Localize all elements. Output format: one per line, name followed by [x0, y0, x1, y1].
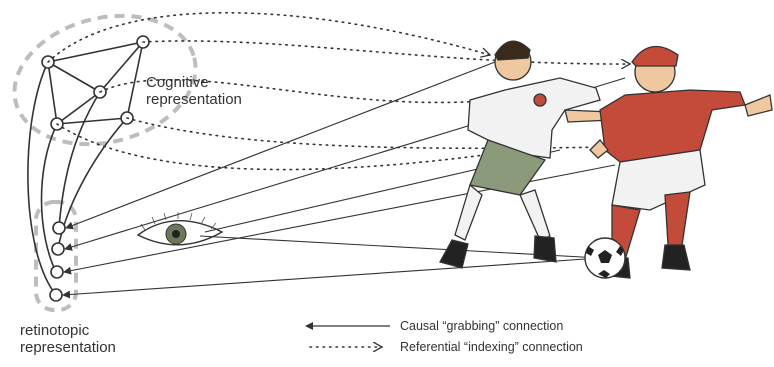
eye-icon: [138, 212, 222, 245]
retinotopic-label-line1: retinotopic: [20, 322, 116, 339]
retinotopic-node: [52, 243, 64, 255]
legend-causal-text: Causal “grabbing” connection: [400, 319, 563, 333]
player-white-kit: [440, 41, 612, 268]
retinotopic-node: [53, 222, 65, 234]
cognitive-label-line1: Cognitive: [146, 74, 242, 91]
soccer-ball-icon: [585, 238, 625, 278]
retinotopic-label: retinotopic representation: [20, 322, 116, 356]
retinotopic-node: [51, 266, 63, 278]
cognitive-label: Cognitive representation: [146, 74, 242, 108]
cognitive-network: [28, 42, 143, 295]
legend-referential-text: Referential “indexing” connection: [400, 340, 583, 354]
retinotopic-label-line2: representation: [20, 339, 116, 356]
retinotopic-node: [50, 289, 62, 301]
cognitive-label-line2: representation: [146, 91, 242, 108]
